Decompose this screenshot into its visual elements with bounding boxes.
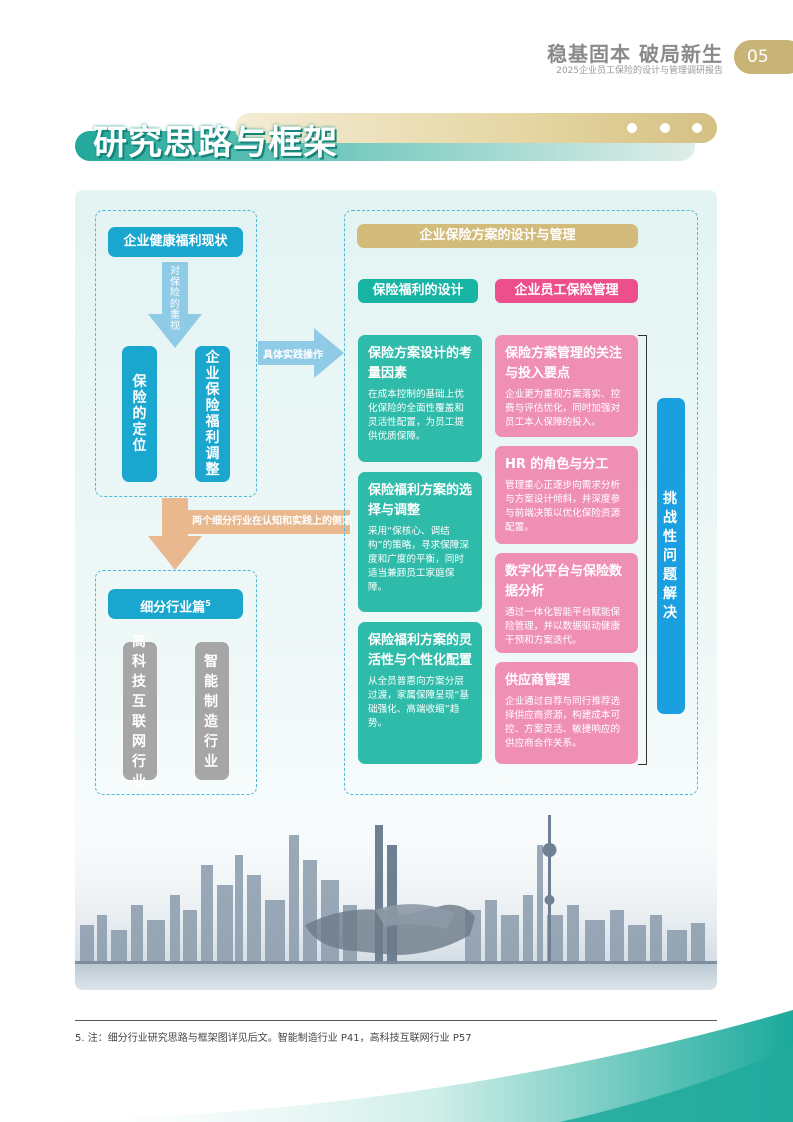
city-handshake-illustration xyxy=(75,805,717,990)
management-card: 保险方案管理的关注与投入要点 企业更为重视方案落实、控费与评估优化，同时加强对员… xyxy=(495,335,638,437)
challenge-solving-box: 挑战性问题解决 xyxy=(657,398,685,714)
footnote: 5. 注：细分行业研究思路与框架图详见后文。智能制造行业 P41，高科技互联网行… xyxy=(75,1033,472,1044)
page-number: 05 xyxy=(734,40,793,74)
footnote-divider xyxy=(75,1020,717,1021)
current-status-group xyxy=(95,210,257,497)
benefit-design-column-header: 保险福利的设计 xyxy=(358,279,478,303)
report-subtitle: 2025企业员工保险的设计与管理调研报告 xyxy=(556,66,723,76)
industry-group xyxy=(95,570,257,795)
banner-dot xyxy=(692,123,702,133)
scheme-design-header: 企业保险方案的设计与管理 xyxy=(357,224,638,248)
management-bracket xyxy=(638,335,647,765)
framework-panel: 企业健康福利现状 对保险的重视 保险的定位 企业保险福利调整 具体实践操作 两个… xyxy=(75,190,717,990)
footer-swoosh-decoration xyxy=(0,1010,793,1122)
health-benefit-status-label: 企业健康福利现状 xyxy=(108,227,243,257)
arrow-down-icon xyxy=(148,262,202,348)
management-card: HR 的角色与分工 管理重心正逐步向需求分析与方案设计倾斜，并深度参与前端决策以… xyxy=(495,446,638,544)
management-card: 数字化平台与保险数据分析 通过一体化智能平台赋能保险管理，并以数据驱动健康干预和… xyxy=(495,553,638,653)
report-slogan: 稳基固本 破局新生 xyxy=(547,42,723,66)
insurance-positioning-box: 保险的定位 xyxy=(122,346,157,482)
arrow-industry-icon xyxy=(148,498,350,570)
section-title: 研究思路与框架 xyxy=(93,123,338,163)
design-card: 保险福利方案的灵活性与个性化配置 从全员普惠向方案分层过渡，家属保障呈现“基础强… xyxy=(358,622,482,764)
arrow-right-icon xyxy=(258,328,344,378)
banner-dot xyxy=(627,123,637,133)
banner-dot xyxy=(660,123,670,133)
smart-manufacturing-industry-box: 智能制造行业 xyxy=(195,642,229,780)
benefit-adjustment-box: 企业保险福利调整 xyxy=(195,346,230,482)
tech-internet-industry-box: 高科技互联网行业 xyxy=(123,634,157,790)
arrow-industry-label: 两个细分行业在认知和实践上的侧重 xyxy=(192,516,352,527)
arrow-right-label: 具体实践操作 xyxy=(263,350,323,361)
design-card: 保险方案设计的考量因素 在成本控制的基础上优化保险的全面性覆盖和灵活性配置，为员… xyxy=(358,335,482,462)
arrow-down-label: 对保险的重视 xyxy=(170,266,180,332)
industry-section-label: 细分行业篇5 xyxy=(108,589,243,619)
scheme-design-group xyxy=(344,210,698,795)
banner-gold-stripe xyxy=(235,113,717,143)
design-card: 保险福利方案的选择与调整 采用“保核心、调结构”的策略，寻求保障深度和广度的平衡… xyxy=(358,472,482,612)
insurance-management-column-header: 企业员工保险管理 xyxy=(495,279,638,303)
management-card: 供应商管理 企业通过自荐与同行推荐选择供应商资源，构建成本可控、方案灵活、敏捷响… xyxy=(495,662,638,764)
section-banner: 研究思路与框架 xyxy=(75,113,717,163)
